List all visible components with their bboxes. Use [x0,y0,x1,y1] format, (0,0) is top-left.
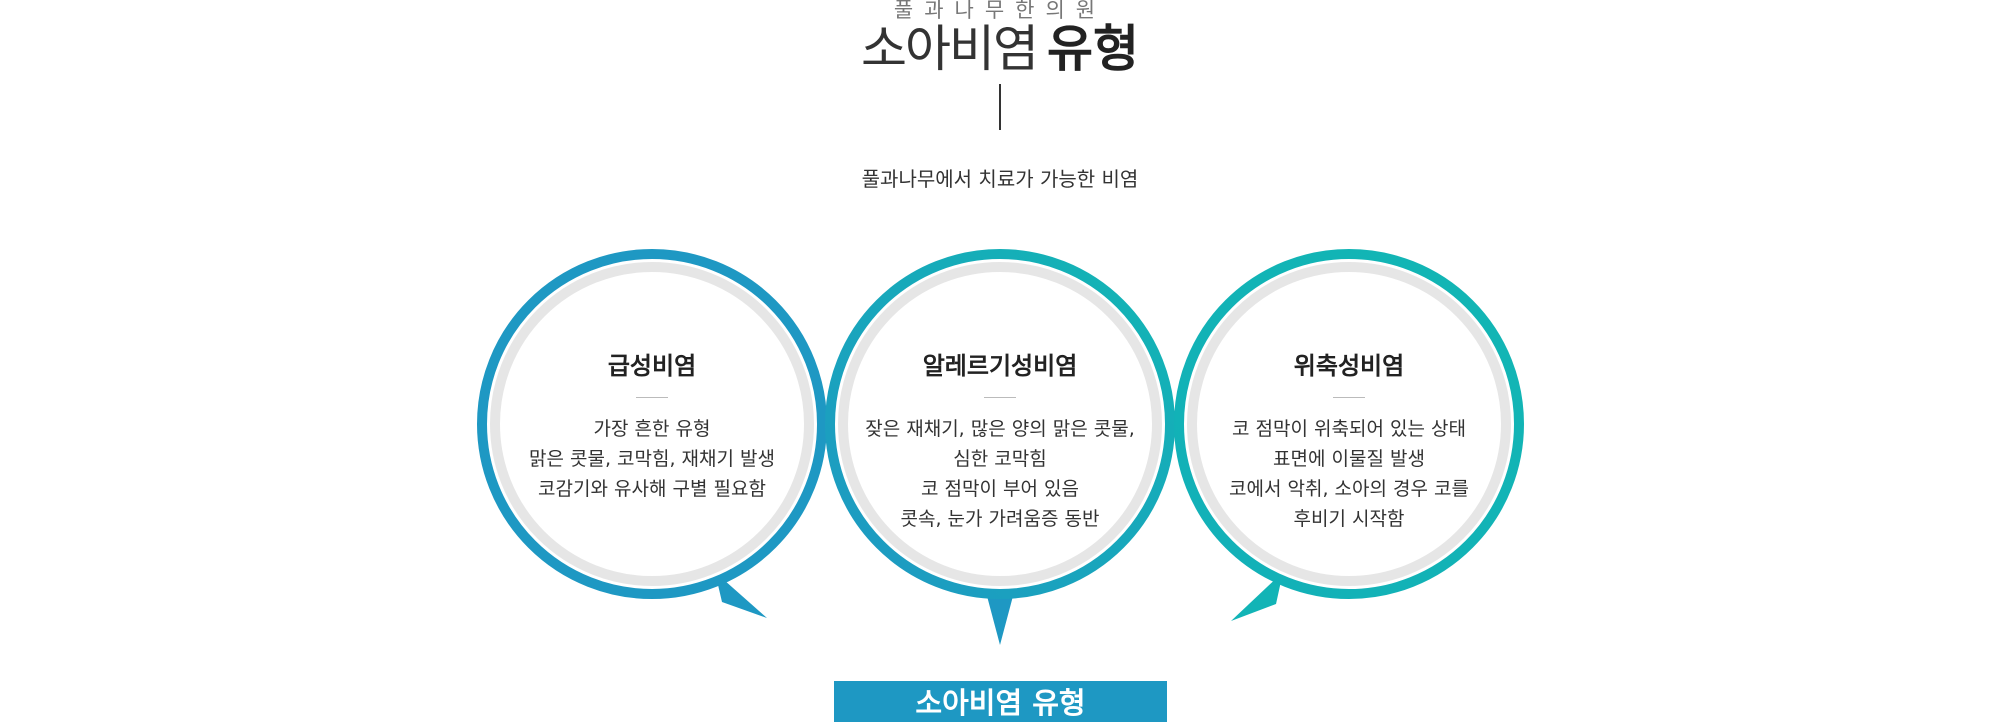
section-label-bar: 소아비염 유형 [834,681,1167,722]
bubble-atrophic-content: 위축성비염 코 점막이 위축되어 있는 상태 표면에 이물질 발생 코에서 악취… [1199,346,1499,534]
bubble-allergic-line: 코 점막이 부어 있음 [921,478,1079,500]
bubble-atrophic-tail [1231,572,1283,621]
bubble-acute-line: 맑은 콧물, 코막힘, 재채기 발생 [529,448,775,470]
bubble-allergic-tail [987,596,1013,645]
clinic-eyebrow: 풀과나무한의원 [893,0,1107,22]
bubble-allergic-title: 알레르기성비염 [922,352,1078,380]
bubble-atrophic-divider [1333,397,1365,398]
bubble-acute [477,249,827,618]
bubble-atrophic-line: 후비기 시작함 [1293,508,1405,530]
bubble-atrophic-inner-ring [1187,262,1511,586]
title-divider-line [999,84,1001,130]
bubble-allergic-divider [984,397,1016,398]
bubble-allergic-content: 알레르기성비염 잦은 재채기, 많은 양의 맑은 콧물, 심한 코막힘 코 점막… [850,346,1150,534]
bubble-allergic-line: 잦은 재채기, 많은 양의 맑은 콧물, [865,418,1135,440]
bubble-acute-inner-ring [490,262,814,586]
bubble-acute-tail [715,572,767,618]
bubble-allergic-inner-ring [838,262,1162,586]
bubble-allergic [825,249,1175,645]
bubble-acute-line: 가장 흔한 유형 [593,418,711,440]
bubble-acute-title: 급성비염 [607,352,697,380]
bubble-atrophic-title: 위축성비염 [1293,352,1405,380]
bubble-acute-content: 급성비염 가장 흔한 유형 맑은 콧물, 코막힘, 재채기 발생 코감기와 유사… [502,346,802,504]
bubble-atrophic-line: 코에서 악취, 소아의 경우 코를 [1229,478,1469,500]
bubble-allergic-line: 심한 코막힘 [953,448,1047,470]
page-title-bold: 유형 [1047,20,1139,78]
bubble-atrophic-line: 코 점막이 위축되어 있는 상태 [1232,418,1466,440]
page-title-light: 소아비염 [861,20,1039,78]
bubble-atrophic [1174,249,1524,621]
bubble-atrophic-line: 표면에 이물질 발생 [1273,448,1425,470]
bubble-acute-line: 코감기와 유사해 구별 필요함 [538,478,766,500]
page-subtitle: 풀과나무에서 치료가 가능한 비염 [861,167,1139,191]
bubble-allergic-line: 콧속, 눈가 가려움증 동반 [900,508,1100,530]
bubble-acute-divider [636,397,668,398]
